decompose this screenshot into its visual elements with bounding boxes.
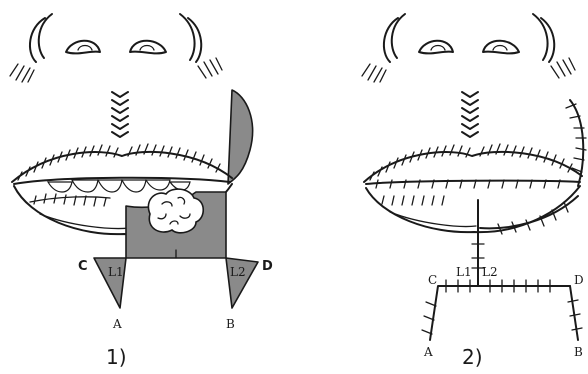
label-a: A	[423, 345, 433, 359]
panel-1: L1 L2 C D A B 1)	[10, 14, 273, 369]
lower-lip	[366, 186, 580, 232]
label-b: B	[574, 345, 583, 359]
label-d: D	[262, 259, 273, 274]
horizontal-suture	[422, 280, 582, 340]
nose-illustration	[362, 14, 575, 82]
panel-2-number: 2)	[462, 345, 483, 369]
teeth	[48, 180, 190, 192]
label-l1: L1	[456, 265, 472, 279]
label-a: A	[112, 317, 122, 331]
philtrum-marks	[112, 92, 128, 137]
label-b: B	[226, 317, 235, 331]
panel-1-number: 1)	[106, 345, 127, 369]
label-l2: L2	[482, 265, 498, 279]
oblique-suture	[480, 196, 578, 234]
label-c: C	[428, 273, 437, 287]
label-l1: L1	[108, 265, 124, 279]
nose-illustration	[10, 14, 222, 82]
rotation-flap	[228, 90, 253, 184]
panel-2: L1 L2 C D A B 2)	[362, 14, 586, 369]
upper-lip	[12, 144, 232, 184]
label-d: D	[574, 273, 584, 287]
upper-lip	[364, 144, 582, 188]
flap-suture-line	[566, 100, 586, 186]
label-l2: L2	[230, 265, 246, 279]
label-c: C	[78, 259, 88, 274]
philtrum-marks	[462, 92, 478, 137]
